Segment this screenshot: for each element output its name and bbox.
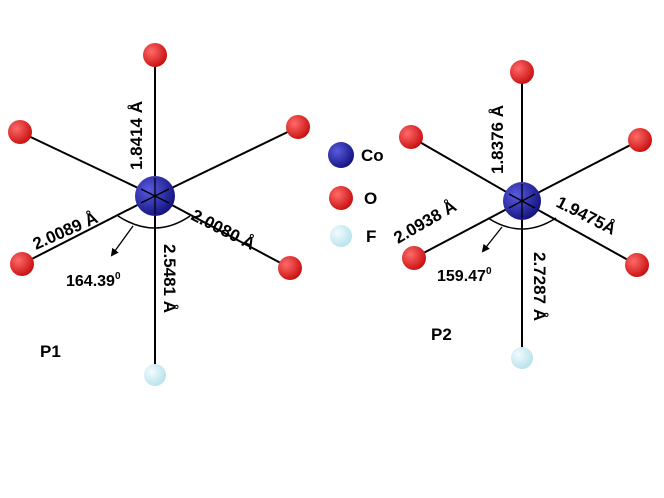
bond-length-p1-top: 1.8414 Å xyxy=(127,101,146,170)
oxygen-atom-p1-lower-left xyxy=(10,252,34,276)
cobalt-legend-swatch xyxy=(328,142,354,168)
bond-length-p1-right: 2.0080 Å xyxy=(188,206,258,254)
bond-length-p1-left: 2.0089 Å xyxy=(30,208,101,253)
bond-length-p2-bottom: 2.7287 Å xyxy=(530,252,549,321)
angle-label-p1: 164.390 xyxy=(66,271,121,290)
oxygen-atom-p1-top xyxy=(143,43,167,67)
oxygen-atom-p1-lower-right xyxy=(278,256,302,280)
legend-label-o: O xyxy=(364,189,377,208)
bond-p2-lower-right xyxy=(521,200,638,266)
bond-p1-lower-right xyxy=(154,195,291,269)
bond-p1-upper-right xyxy=(154,126,299,197)
fluorine-atom-p2-bottom xyxy=(511,347,533,369)
bond-p2-lower-left xyxy=(413,200,523,259)
bond-p1-lower-left xyxy=(21,195,156,265)
panel-p2: 1.8376 Å 2.0938 Å 1.9475Å 2.7287 Å 159.4… xyxy=(391,60,652,369)
fluorine-atom-p1-bottom xyxy=(144,364,166,386)
legend-label-f: F xyxy=(366,227,376,246)
angle-label-p2: 159.470 xyxy=(437,266,492,285)
oxygen-atom-p2-top xyxy=(510,60,534,84)
angle-arc-p1 xyxy=(117,215,191,229)
oxygen-atom-p2-upper-left xyxy=(399,125,423,149)
bond-p2-upper-left xyxy=(410,136,523,202)
bond-p2-upper-right xyxy=(521,139,641,202)
angle-arrow-p1 xyxy=(110,225,134,257)
oxygen-atom-p2-lower-left xyxy=(402,246,426,270)
bond-length-p2-right: 1.9475Å xyxy=(553,193,619,239)
oxygen-atom-p1-upper-left xyxy=(8,120,32,144)
angle-arc-p2 xyxy=(487,217,557,230)
panel-label-p1: P1 xyxy=(40,342,61,361)
bond-length-p2-top: 1.8376 Å xyxy=(488,105,507,174)
oxygen-atom-p1-upper-right xyxy=(286,115,310,139)
legend: Co O F xyxy=(328,142,384,247)
oxygen-atom-p2-lower-right xyxy=(625,253,649,277)
bond-length-p1-bottom: 2.5481 Å xyxy=(160,244,179,313)
panel-label-p2: P2 xyxy=(431,325,452,344)
angle-arrow-p2 xyxy=(481,226,503,253)
legend-label-co: Co xyxy=(361,146,384,165)
bond-p1-upper-left xyxy=(19,131,156,197)
fluorine-legend-swatch xyxy=(330,225,352,247)
oxygen-legend-swatch xyxy=(329,186,353,210)
oxygen-atom-p2-upper-right xyxy=(628,128,652,152)
panel-p1: 1.8414 Å 2.0089 Å 2.0080 Å 2.5481 Å 164.… xyxy=(8,43,310,386)
